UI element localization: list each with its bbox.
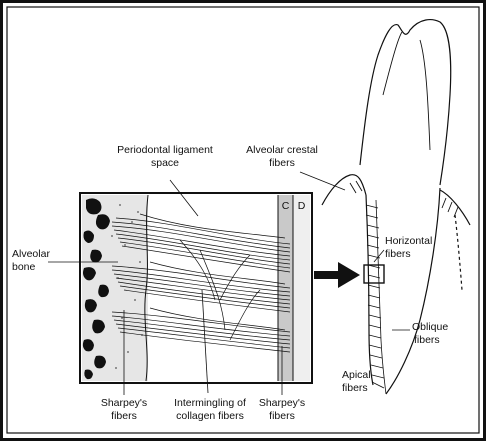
- root-left-outline: [366, 195, 373, 385]
- right-gingiva: [440, 190, 470, 225]
- intermingling-label-line1: Intermingling of: [174, 397, 246, 409]
- alveolar-bone-region: [82, 195, 148, 381]
- magnify-box-icon: [364, 265, 384, 283]
- cementum-strip: [278, 195, 293, 381]
- tooth-illustration: [322, 20, 470, 394]
- apical-label-line1: Apical: [342, 369, 371, 381]
- sharpeys-right-label-line2: fibers: [269, 410, 295, 422]
- oblique-label-line2: fibers: [414, 334, 440, 346]
- apical-leader: [372, 382, 384, 388]
- horizontal-label-line2: fibers: [385, 248, 411, 260]
- horizontal-label-line1: Horizontal: [385, 235, 432, 247]
- cementum-letter: C: [282, 200, 290, 212]
- sharpeys-left-label-line1: Sharpey's: [101, 397, 147, 409]
- sharpeys-left-label-line2: fibers: [111, 410, 137, 422]
- enamel-line: [383, 32, 430, 150]
- oblique-label-line1: Oblique: [412, 321, 448, 333]
- alveolar-bone-label-line1: Alveolar: [12, 248, 50, 260]
- apical-label-line2: fibers: [342, 382, 368, 394]
- pdl-label-line1: Periodontal ligament: [117, 144, 213, 156]
- sharpeys-right-label-line1: Sharpey's: [259, 397, 305, 409]
- right-arrow-icon: [314, 262, 360, 288]
- horizontal-leader: [374, 250, 384, 262]
- crown-outline: [360, 20, 451, 185]
- root-right-outline: [386, 188, 440, 394]
- alveolar-bone-label-line2: bone: [12, 261, 36, 273]
- dentin-letter: D: [298, 200, 306, 212]
- dentin-strip: [293, 195, 310, 381]
- intermingling-label-line2: collagen fibers: [176, 410, 244, 422]
- crestal-label-line2: fibers: [269, 157, 295, 169]
- crestal-leader: [300, 172, 345, 190]
- pdl-label-line2: space: [151, 157, 179, 169]
- alveolar-bone-dash: [455, 215, 462, 290]
- crestal-label-line1: Alveolar crestal: [246, 144, 318, 156]
- detail-panel: [80, 193, 312, 383]
